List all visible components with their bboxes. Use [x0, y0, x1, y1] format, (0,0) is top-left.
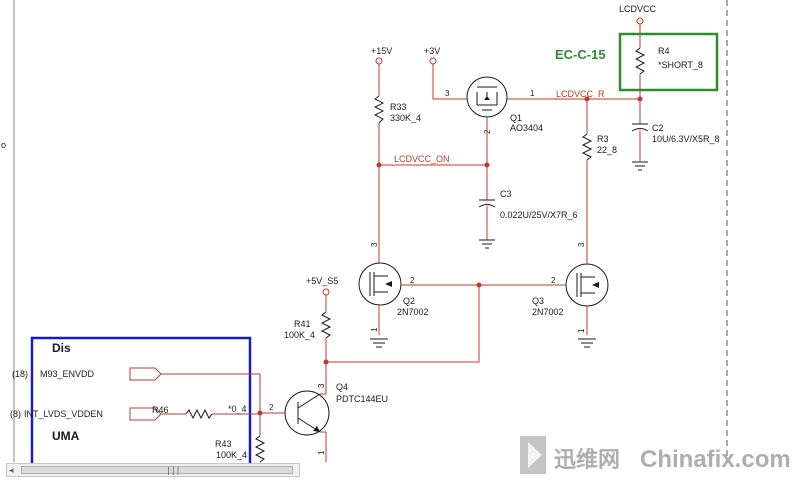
resistor-r4: R4 *SHORT_8 — [634, 40, 703, 100]
horizontal-scrollbar[interactable]: ◂ ||| — [6, 463, 300, 477]
plus3v-label: +3V — [424, 46, 440, 56]
r46-value: *0_4 — [228, 404, 247, 414]
transistor-q4: 3 2 1 Q4 PDTC144EU — [262, 380, 388, 462]
r46-ref: R46 — [152, 405, 169, 415]
plus15v-label: +15V — [371, 46, 392, 56]
mosfet-q3: 3 1 2 Q3 2N7002 — [532, 242, 609, 348]
junction-r41-q4 — [323, 359, 329, 365]
plus15v-port — [375, 57, 383, 65]
ec-highlight-box: EC-C-15 — [555, 32, 719, 92]
watermark-en-text: Chinafix.com — [640, 446, 791, 473]
plus5v-s5-label: +5V_S5 — [306, 276, 338, 286]
capacitor-c2: C2 10U/6.3V/X5R_8 — [631, 99, 720, 171]
q1-pin-source: 3 — [445, 89, 450, 98]
scroll-left-arrow-icon[interactable]: ◂ — [9, 465, 14, 475]
port1-name: M93_ENVDD — [40, 369, 95, 379]
q4-pin-c: 3 — [317, 383, 326, 388]
r33-value: 330K_4 — [390, 113, 421, 123]
r41-ref: R41 — [294, 319, 311, 329]
plus3v-port — [429, 57, 437, 65]
lcdvcc-label: LCDVCC — [619, 4, 657, 14]
port2-name: INT_LVDS_VDDEN — [24, 409, 103, 419]
port2-ref: (8) — [10, 409, 21, 419]
lcdvcc-supply: LCDVCC — [619, 4, 657, 40]
edge-mark-o: o — [1, 140, 6, 150]
q3-pin-drain: 3 — [577, 242, 586, 247]
resistor-r43: R43 100K_4 — [215, 413, 266, 463]
port-int-lvds-vdden: (8) INT_LVDS_VDDEN — [10, 407, 186, 421]
plus15v-supply: +15V — [371, 46, 392, 96]
c2-ref: C2 — [652, 123, 664, 133]
watermark-cn-text: 迅维网 — [554, 447, 620, 473]
q2-value: 2N7002 — [397, 307, 429, 317]
resistor-r33: R33 330K_4 — [373, 95, 421, 240]
q2-ref: Q2 — [403, 296, 415, 306]
q4-pin-b: 2 — [269, 403, 274, 412]
junction-lcdvcc-on-left — [376, 162, 382, 168]
scrollbar-thumb[interactable]: ||| — [21, 466, 293, 475]
net-lcdvcc-r: LCDVCC_R — [556, 89, 605, 99]
r3-value: 22_8 — [597, 145, 617, 155]
uma-label: UMA — [52, 429, 80, 443]
resistor-r3: R3 22_8 — [581, 99, 617, 245]
c3-ref: C3 — [500, 189, 512, 199]
plus3v-supply: +3V — [424, 46, 458, 100]
q4-ref: Q4 — [336, 382, 348, 392]
q1-ref: Q1 — [510, 113, 522, 123]
c3-value: 0.022U/25V/X7R_6 — [500, 210, 578, 220]
r41-value: 100K_4 — [284, 330, 315, 340]
c2-value: 10U/6.3V/X5R_8 — [652, 134, 720, 144]
resistor-r46: R46 *0_4 — [152, 404, 263, 420]
chinafix-watermark: 迅维网 Chinafix.com — [520, 436, 791, 474]
scrollbar-grip-icon: ||| — [166, 466, 181, 475]
q3-value: 2N7002 — [532, 307, 564, 317]
resistor-r41: R41 100K_4 — [284, 311, 332, 380]
lcdvcc-port — [636, 17, 644, 25]
net-lcdvcc-on: LCDVCC_ON — [394, 154, 450, 164]
q2-pin-source: 1 — [370, 327, 379, 332]
r4-ref: R4 — [658, 46, 670, 56]
dis-label: Dis — [52, 341, 71, 355]
q1-value: AO3404 — [510, 123, 543, 133]
plus5v-s5-supply: +5V_S5 — [306, 276, 338, 312]
q3-ref: Q3 — [532, 296, 544, 306]
port1-ref: (18) — [12, 369, 28, 379]
r43-value: 100K_4 — [216, 450, 247, 460]
q3-pin-gate: 2 — [551, 276, 556, 285]
q2-pin-drain: 3 — [370, 242, 379, 247]
q4-value: PDTC144EU — [336, 394, 388, 404]
q1-pin-drain: 1 — [530, 89, 535, 98]
capacitor-c3: C3 0.022U/25V/X7R_6 — [478, 165, 578, 249]
r3-ref: R3 — [597, 134, 609, 144]
r33-ref: R33 — [390, 102, 407, 112]
port-m93-envdd: (18) M93_ENVDD — [12, 367, 261, 413]
ec-label: EC-C-15 — [555, 47, 606, 62]
q3-pin-source: 1 — [577, 328, 586, 333]
r4-value: *SHORT_8 — [658, 60, 703, 70]
q4-pin-e: 1 — [317, 450, 326, 455]
plus5v-s5-port — [322, 288, 330, 296]
q1-pin-gate: 2 — [483, 129, 492, 134]
r43-ref: R43 — [215, 439, 232, 449]
mosfet-q1: 3 1 2 Q1 AO3404 — [445, 76, 640, 165]
mosfet-q2: 3 1 2 Q2 2N7002 — [358, 240, 429, 348]
q2-pin-gate: 2 — [410, 276, 415, 285]
